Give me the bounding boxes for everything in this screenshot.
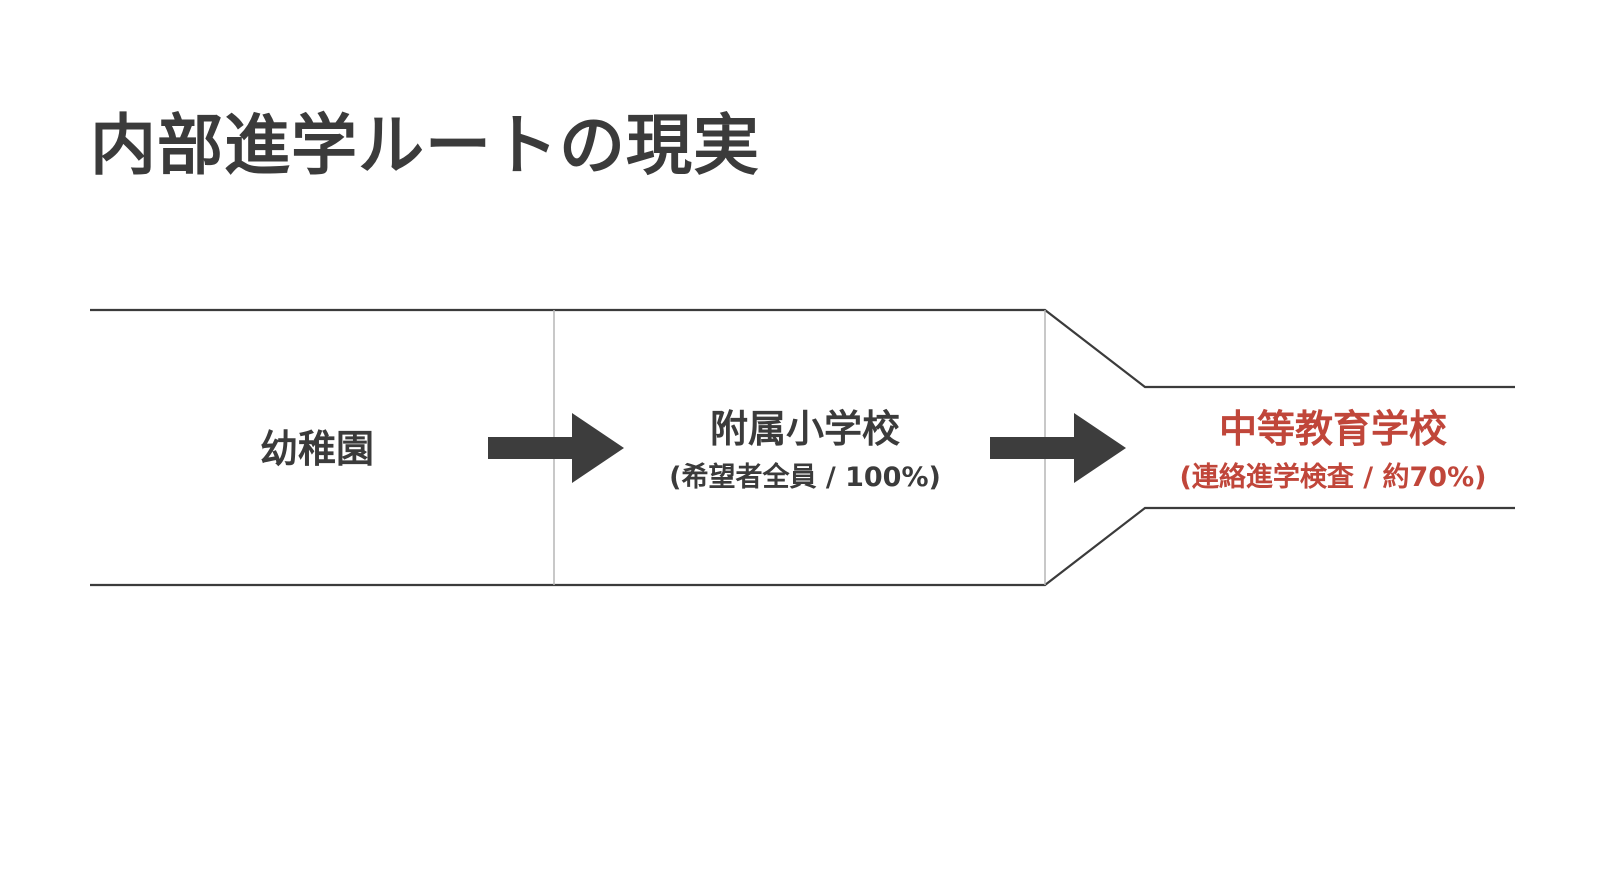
funnel-top-edge [90, 308, 1515, 389]
stage-secondary-label: 中等教育学校 [1219, 407, 1447, 451]
funnel-bottom-edge [90, 506, 1515, 587]
stage-kindergarten-label: 幼稚園 [260, 427, 374, 471]
arrow-right-icon [990, 413, 1126, 483]
stage-elementary-detail: (希望者全員 / 100%) [669, 461, 941, 493]
arrow-right-icon [488, 413, 624, 483]
page-title: 内部進学ルートの現実 [90, 107, 760, 184]
stage-secondary-detail: (連絡進学検査 / 約70%) [1180, 461, 1487, 493]
stage-elementary-label: 附属小学校 [710, 407, 900, 451]
